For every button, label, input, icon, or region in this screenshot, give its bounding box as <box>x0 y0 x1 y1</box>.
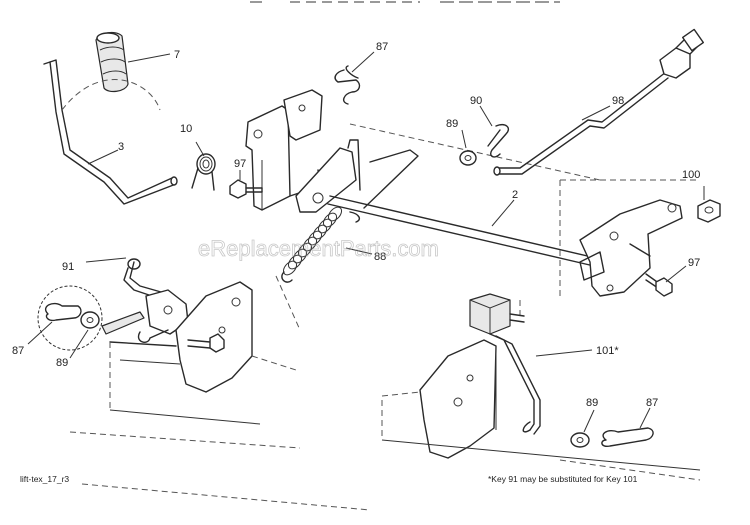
callout-87-detail: 87 <box>12 345 24 357</box>
part-97-bolt-lower <box>645 273 673 297</box>
callout-2: 2 <box>512 189 518 201</box>
callout-100: 100 <box>682 169 700 181</box>
part-89-washer-lower-right <box>570 432 590 448</box>
callout-98: 98 <box>612 95 624 107</box>
callout-101: 101* <box>596 345 619 357</box>
callout-89-detail: 89 <box>56 357 68 369</box>
right-lift-arm <box>579 199 683 297</box>
callout-87-lower-right: 87 <box>646 397 658 409</box>
part-10-torsion-spring <box>191 153 216 191</box>
part-7-handle-grip <box>95 31 129 93</box>
diagram-code: lift-tex_17_r3 <box>20 474 69 484</box>
callout-89-upper: 89 <box>446 118 458 130</box>
callout-7: 7 <box>174 49 180 61</box>
upper-mounting-bracket <box>245 89 323 211</box>
part-88-extension-spring <box>281 206 361 283</box>
callout-labels: 7 3 87 10 97 90 89 98 2 100 97 88 91 87 … <box>12 41 700 409</box>
part-87-hairpin-clip-top <box>334 65 361 105</box>
callout-97-lower: 97 <box>688 257 700 269</box>
footnote: *Key 91 may be substituted for Key 101 <box>488 474 638 484</box>
part-98-lift-link <box>493 28 705 176</box>
callout-90: 90 <box>470 95 482 107</box>
callout-89-lower-right: 89 <box>586 397 598 409</box>
callout-88: 88 <box>374 251 386 263</box>
reference-lines <box>349 123 700 440</box>
detail-inset-87-89 <box>37 285 169 351</box>
part-89-washer-upper <box>459 150 477 166</box>
callout-97-upper: 97 <box>234 158 246 170</box>
pivot-linkage <box>295 139 419 213</box>
left-lower-bracket <box>175 281 253 393</box>
part-101-lift-link <box>469 293 541 435</box>
part-100-bushing <box>697 199 721 223</box>
part-97-bolt-upper <box>229 179 263 199</box>
callout-10: 10 <box>180 123 192 135</box>
callout-leaders <box>27 51 705 433</box>
part-90-clip <box>487 124 510 158</box>
watermark: eReplacementParts.com <box>198 236 439 261</box>
part-87-hairpin-lower-right <box>601 427 654 448</box>
part-3-lift-handle <box>43 59 178 205</box>
part-91-left-link <box>123 258 189 335</box>
lower-right-bracket <box>419 339 497 459</box>
callout-87-top: 87 <box>376 41 388 53</box>
callout-91: 91 <box>62 261 74 273</box>
callout-3: 3 <box>118 141 124 153</box>
deck-outline-left <box>69 275 371 511</box>
deck-outline-right <box>381 391 701 481</box>
